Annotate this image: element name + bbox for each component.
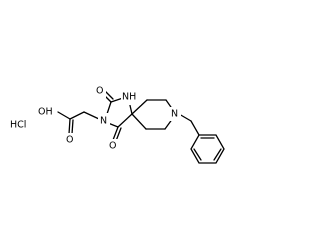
bond-ch2-ph (190, 120, 200, 136)
atom-label-imide-n: N (100, 116, 107, 127)
atom-label-amide-nh: NH (122, 92, 136, 103)
bond-acid-c-o-double (71, 119, 74, 135)
chemical-structure-diagram: OH O N NH O O N HCl (10, 84, 225, 164)
atom-label-urea-o: O (96, 86, 103, 97)
bond-c4-o (112, 126, 119, 141)
bond-spiro-pip-a (131, 99, 148, 115)
bond-ch2-n (83, 111, 100, 120)
bond-acid-c-ch2 (69, 111, 85, 120)
salt-label: HCl (10, 120, 26, 131)
atom-label-acid-o: O (66, 135, 73, 146)
bond-acid-c-o (68, 118, 71, 135)
bond-pip-d-spiro (131, 113, 147, 130)
atom-label-imide-o: O (109, 141, 116, 152)
bond-c4-o-double (115, 127, 122, 142)
phenyl-ring (190, 134, 225, 164)
phenyl-double-2 (213, 148, 222, 161)
bond-spiro-c4 (117, 113, 133, 128)
atom-label-acid-oh: OH (38, 107, 53, 118)
bond-oh-c (57, 111, 71, 120)
bond-c2-o-double (104, 90, 114, 100)
atom-label-piperidine-n: N (171, 109, 178, 120)
phenyl-double-3 (193, 148, 202, 161)
